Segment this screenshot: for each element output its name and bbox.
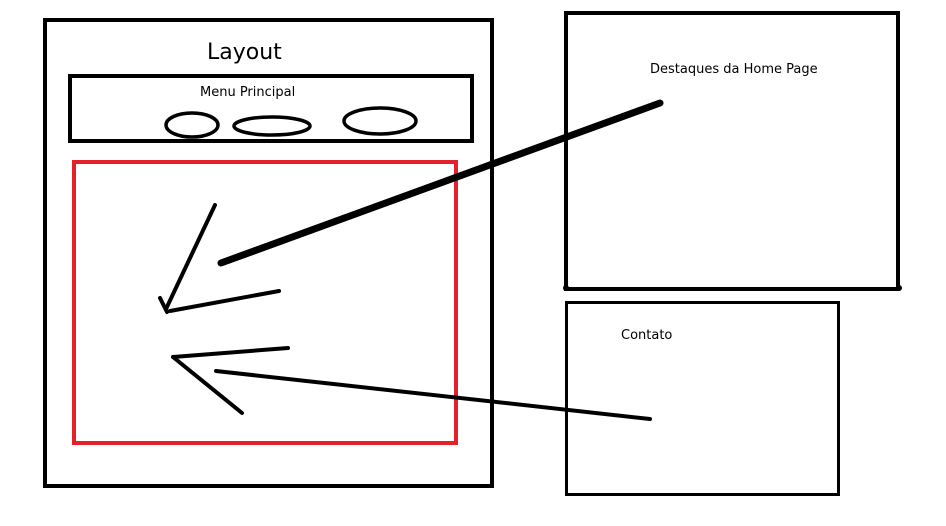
home-highlights-label: Destaques da Home Page	[650, 62, 818, 77]
content-area-box	[72, 160, 458, 445]
home-highlights-box	[564, 11, 900, 291]
contact-label: Contato	[621, 328, 673, 343]
contact-box	[565, 301, 840, 496]
main-menu-label: Menu Principal	[200, 85, 296, 100]
layout-title: Layout	[207, 40, 282, 65]
